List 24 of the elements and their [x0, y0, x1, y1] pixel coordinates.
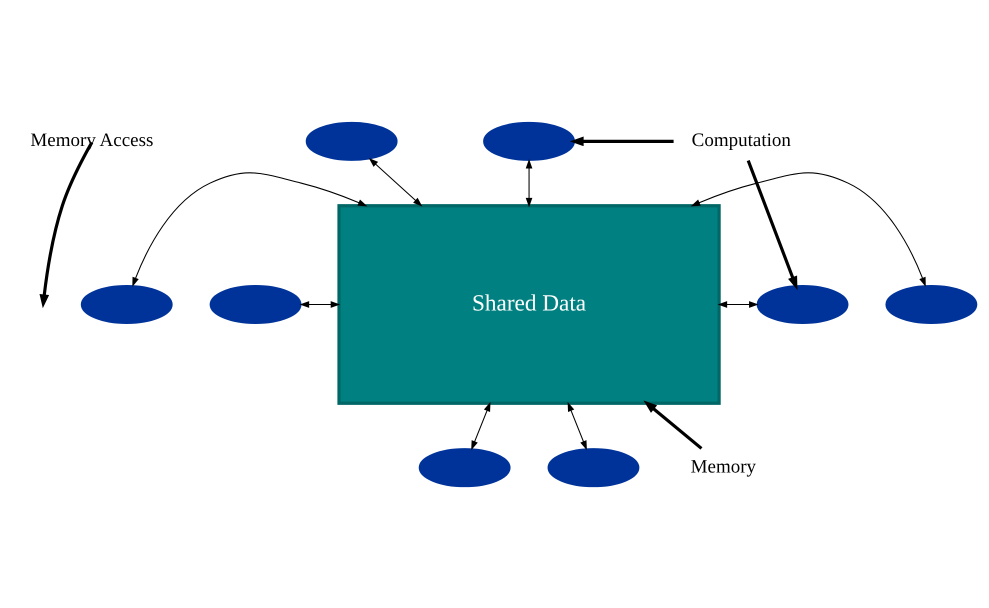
node-ellipse [305, 121, 398, 160]
node-ellipse [884, 284, 977, 324]
arrow [746, 160, 797, 290]
node-text: Memory [690, 456, 756, 477]
node-text: Memory Access [30, 130, 153, 150]
arrow [368, 157, 422, 206]
arrow [470, 401, 490, 450]
arrow [525, 158, 532, 207]
arrow [569, 136, 674, 146]
arrow [299, 300, 340, 308]
node-text: Computation [691, 130, 790, 150]
node-ellipse [756, 284, 848, 324]
node-ellipse [80, 284, 172, 324]
arrow [717, 300, 758, 308]
arrow [567, 401, 586, 450]
node-box: Shared Data [336, 204, 720, 404]
arrow [690, 172, 926, 286]
node-ellipse [547, 448, 639, 487]
node-ellipse [482, 121, 574, 160]
node-ellipse [418, 448, 510, 487]
arrow [642, 400, 702, 450]
arrow [132, 172, 367, 286]
node-ellipse [209, 284, 301, 324]
arrow [39, 141, 93, 308]
